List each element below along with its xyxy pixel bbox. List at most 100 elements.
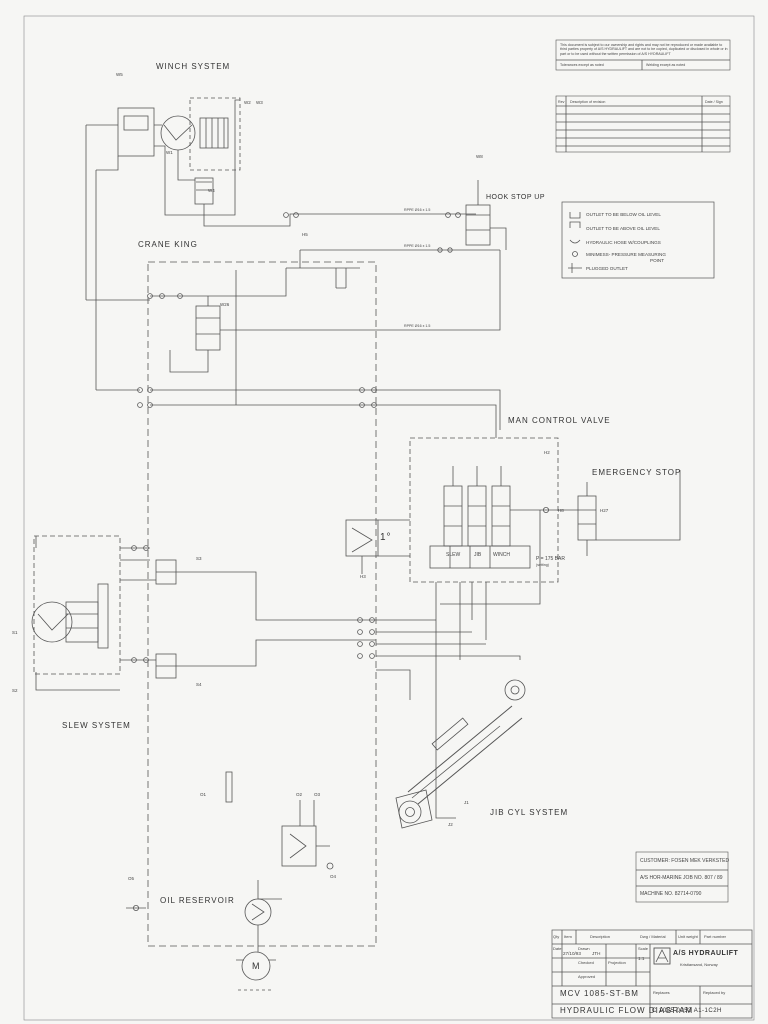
valve-section-winch: [491, 485, 511, 547]
reservoir-filter: [225, 771, 233, 803]
tb-drawing: Dwg / Material: [640, 934, 666, 939]
legend-item-4-cont: POINT: [650, 258, 665, 263]
valve-slew-label: SLEW: [446, 552, 461, 558]
legend-item-4: MINIMESS- PRESSURE MEASURING: [586, 252, 666, 257]
rev-desc-header: Description of revision: [570, 100, 606, 104]
winch-system-label: WINCH SYSTEM: [156, 62, 231, 71]
hose-label-b: RPPE Ø16 x 1.5: [404, 244, 431, 248]
tag-o2: O2: [296, 792, 303, 797]
tag-j1: J1: [464, 800, 469, 805]
customer-name: CUSTOMER: FOSEN MEK VERKSTED: [640, 858, 730, 864]
tag-h2: H2: [544, 450, 550, 455]
man-control-valve-label: MAN CONTROL VALVE: [508, 416, 611, 425]
electric-motor: [241, 951, 271, 981]
hose-label-a: RPPE Ø16 x 1.5: [404, 208, 431, 212]
oil-reservoir-label: OIL RESERVOIR: [160, 896, 235, 905]
tb-replaces: Replaces: [653, 990, 670, 995]
tag-s3: S3: [196, 556, 202, 561]
tb-projection-label: Projection: [608, 960, 626, 965]
company-logo: [653, 947, 671, 965]
drawing-title-2: HYDRAULIC FLOW DIAGRAM: [560, 1006, 694, 1015]
tag-w8: W8: [476, 154, 483, 159]
tag-h5: H5: [302, 232, 308, 237]
relief-marker: 1°: [380, 532, 392, 543]
tb-approved-label: Approved: [578, 974, 596, 979]
tb-qty: Qty: [553, 934, 560, 939]
tag-s4: S4: [196, 682, 202, 687]
winch-valve-block: [117, 107, 155, 157]
tb-checked-label: Checked: [578, 960, 594, 965]
pump: [244, 898, 272, 926]
tag-w5: W5: [116, 72, 123, 77]
valve-winch-label: WINCH: [493, 552, 510, 558]
valve-section-jib: [467, 485, 487, 547]
tb-company: A/S HYDRAULIFT: [673, 950, 739, 957]
tb-scale: 1:1: [638, 956, 645, 961]
crane-king-label: CRANE KING: [138, 240, 198, 249]
tag-o4: O4: [330, 874, 337, 879]
tb-company-sub: Kristiansand, Norway: [680, 962, 718, 967]
customer-machine: MACHINE NO. 82714-0790: [640, 891, 702, 897]
winch-drum: [199, 117, 229, 149]
tag-w26: W26: [220, 302, 230, 307]
tag-o3: O3: [314, 792, 321, 797]
title-block: [551, 929, 753, 1019]
tb-item: Item: [564, 934, 572, 939]
hook-stop-up-label: HOOK STOP UP: [486, 194, 546, 201]
sheet-border: [23, 15, 755, 1021]
tb-date: 27/10/93: [563, 951, 581, 956]
pressure-setting-sub: (setting): [536, 563, 549, 567]
revision-box: [555, 95, 731, 153]
crane-king-frame: [147, 261, 377, 947]
tb-replaced-by: Replaced by: [703, 990, 726, 995]
valve-jib-label: JIB: [474, 552, 482, 558]
tag-o1: O1: [200, 792, 207, 797]
tb-unit: Unit weight: [678, 934, 698, 939]
legend-item-5: PLUGGED OUTLET: [586, 266, 628, 271]
tb-scale-label: Scale: [638, 946, 649, 951]
legend-box: [561, 201, 715, 279]
slew-system-frame: [33, 535, 121, 675]
tag-j2: J2: [448, 822, 453, 827]
jib-cyl-system-label: JIB CYL SYSTEM: [490, 808, 569, 817]
rev-header: Rev: [558, 100, 565, 104]
tb-description: Description: [590, 934, 611, 939]
drawing-title-1: MCV 1085-ST-BM: [560, 989, 639, 998]
crane-king-valve: [195, 305, 221, 351]
slew-system-label: SLEW SYSTEM: [62, 721, 131, 730]
tb-part: Part number: [704, 934, 727, 939]
tag-s2: S2: [12, 688, 18, 693]
slew-brake-valve: [65, 601, 99, 643]
legend-item-2: OUTLET TO BE ABOVE OIL LEVEL: [586, 226, 660, 231]
reservoir-valve-block: [281, 825, 317, 867]
tag-w1: W1: [166, 150, 173, 155]
tag-h8: H8: [558, 508, 564, 513]
tolerance-note: Tolerances except as noted: [560, 63, 604, 67]
emergency-stop-valve: [577, 495, 597, 541]
tb-drawn-label: Drawn: [578, 946, 590, 951]
tag-s1: S1: [12, 630, 18, 635]
drawing-number: C 1085 0053 A1-1C2H: [652, 1008, 722, 1014]
hose-label-c: RPPE Ø16 x 1.5: [404, 324, 431, 328]
jib-cylinder: [395, 679, 526, 829]
tag-h27: H27: [600, 508, 609, 513]
slew-motor: [31, 601, 73, 643]
motor-symbol: M: [252, 961, 260, 971]
customer-box: [635, 851, 729, 903]
legend-item-3: HYDRAULIC HOSE W/COUPLINGS: [586, 240, 661, 245]
tag-w2: W2: [244, 100, 251, 105]
legend-item-1: OUTLET TO BE BELOW OIL LEVEL: [586, 212, 661, 217]
tb-drawn: JTH: [592, 951, 601, 956]
hook-stop-valve: [465, 204, 491, 246]
notice-text: This document is subject to our ownershi…: [560, 43, 728, 56]
notice-box: [555, 39, 731, 71]
tag-w4: W4: [208, 188, 215, 193]
welding-note: Welding except as noted: [646, 63, 686, 67]
valve-section-slew: [443, 485, 463, 547]
emergency-stop-label: EMERGENCY STOP: [592, 468, 682, 477]
tag-w3: W3: [256, 100, 263, 105]
tag-o5: O5: [128, 876, 135, 881]
rev-date-header: Date / Sign: [705, 100, 723, 104]
pressure-setting: P = 175 BAR: [536, 556, 565, 562]
